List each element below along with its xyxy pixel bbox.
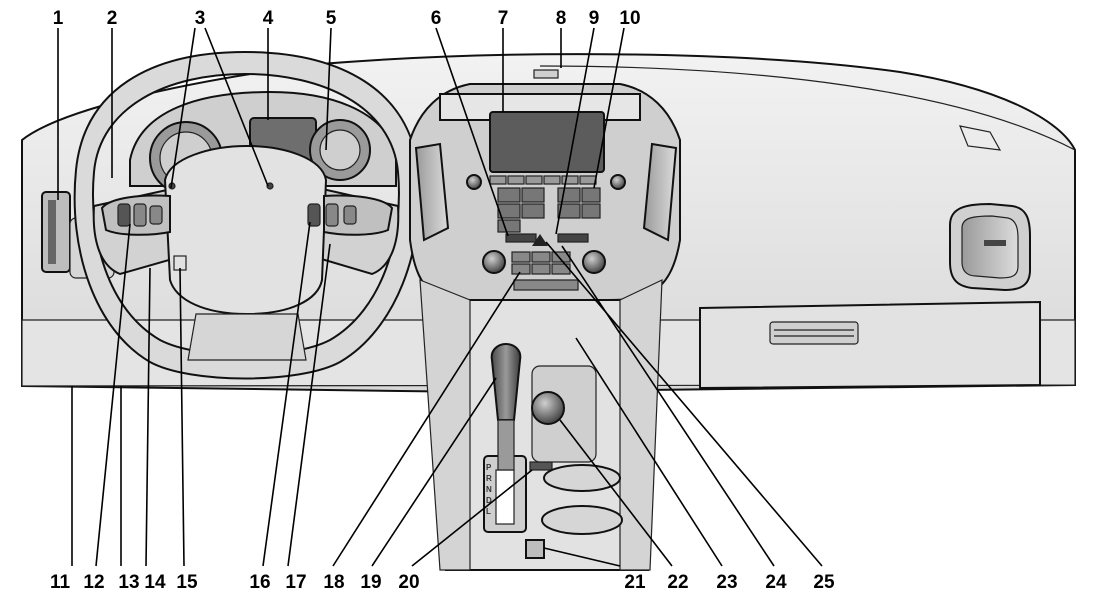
callout-number: 21 [624, 572, 646, 593]
gear-letter: R [486, 474, 492, 483]
driver-temperature-knob [482, 250, 506, 274]
callout-number: 23 [716, 572, 737, 593]
tune-knob [610, 174, 626, 190]
callout-number: 7 [498, 8, 509, 29]
gear-letter: L [486, 507, 491, 516]
callout-leader-lines [57, 27, 823, 567]
callout-number: 18 [323, 572, 344, 593]
climate-control-buttons [511, 251, 579, 291]
callout-number: 1 [53, 8, 64, 29]
gear-letter: N [486, 485, 492, 494]
callout-number: 12 [83, 572, 104, 593]
callout-number: 3 [195, 8, 206, 29]
callout-number: 20 [398, 572, 419, 593]
callout-number: 2 [107, 8, 118, 29]
power-volume-knob [466, 174, 482, 190]
callout-number: 14 [144, 572, 166, 593]
passenger-temperature-knob [582, 250, 606, 274]
infotainment-screen [489, 111, 605, 173]
steering-wheel [73, 50, 421, 380]
glove-box [699, 300, 1041, 390]
right-air-vent [949, 202, 1031, 292]
callout-number: 24 [765, 572, 787, 593]
right-steering-controls [323, 194, 394, 236]
rear-cupholder [541, 505, 623, 535]
center-left-air-vent [414, 142, 450, 242]
shift-lever [490, 342, 522, 421]
callout-number: 6 [431, 8, 442, 29]
callout-number: 22 [667, 572, 688, 593]
callout-numbers: 1 2 3 4 5 6 7 8 9 10 11 12 13 14 15 16 1… [50, 8, 835, 593]
callout-number: 19 [360, 572, 381, 593]
shift-lever-boot [497, 419, 515, 471]
callout-number: 9 [589, 8, 600, 29]
center-console [419, 279, 663, 571]
callout-number: 15 [176, 572, 198, 593]
shift-lock-release [529, 461, 553, 471]
callout-number: 8 [556, 8, 567, 29]
callout-number: 11 [50, 572, 71, 593]
gear-position-letters: P R N D L [486, 463, 492, 516]
callout-number: 13 [118, 572, 139, 593]
controller-knob [531, 391, 565, 425]
callout-number: 5 [326, 8, 337, 29]
hazard-warning-button [532, 234, 548, 246]
callout-number: 16 [249, 572, 270, 593]
callout-number: 17 [285, 572, 306, 593]
glove-box-latch [769, 321, 859, 345]
gear-letter: P [486, 463, 492, 472]
traction-control-button [525, 539, 545, 559]
center-right-air-vent [642, 142, 678, 242]
front-cupholder [543, 464, 621, 492]
callout-number: 10 [619, 8, 640, 29]
gear-letter: D [486, 496, 492, 505]
callout-number: 4 [263, 8, 274, 29]
callout-number: 25 [813, 572, 835, 593]
